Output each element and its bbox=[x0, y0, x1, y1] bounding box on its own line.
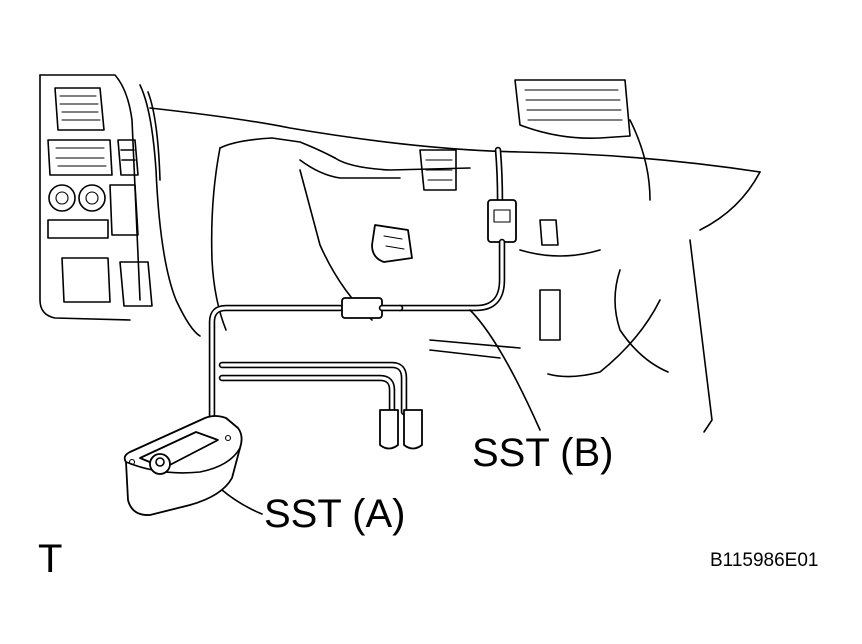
signal-lead bbox=[218, 361, 423, 450]
leader-line-sst-b bbox=[469, 309, 541, 431]
leader-line-sst-a bbox=[221, 489, 263, 515]
figure-code: B115986E01 bbox=[710, 550, 818, 571]
center-console bbox=[39, 74, 201, 337]
label-sst-b: SST (B) bbox=[472, 431, 614, 475]
sst-a-box bbox=[123, 415, 243, 516]
lower-panel bbox=[210, 137, 713, 433]
upper-dashboard bbox=[149, 79, 761, 231]
sst-b-harness bbox=[208, 146, 517, 434]
view-letter: T bbox=[38, 537, 62, 581]
vehicle-connector bbox=[371, 224, 413, 263]
label-sst-a: SST (A) bbox=[264, 492, 406, 536]
